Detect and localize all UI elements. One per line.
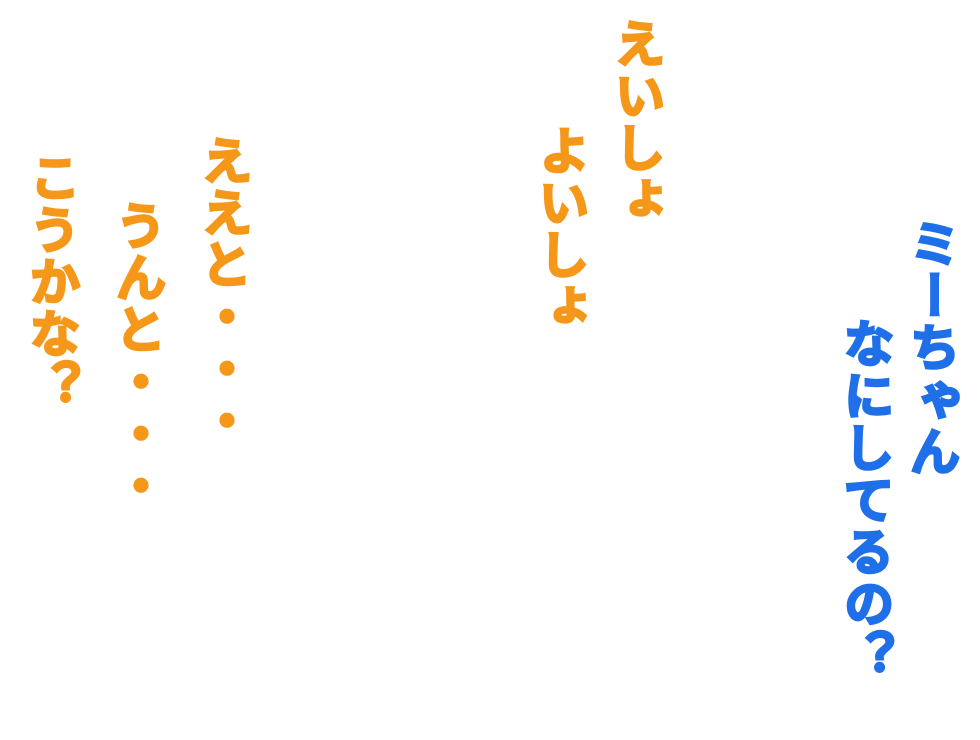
- line-eisho: えいしょ: [606, 17, 667, 228]
- line-unto: うんと・・・: [107, 199, 168, 514]
- line-kouka-na: こうかな？: [21, 151, 82, 414]
- line-eeto: ええと・・・: [193, 134, 254, 449]
- line-mii-chan: ミーちゃん: [901, 217, 962, 480]
- line-yoisho: よいしょ: [530, 124, 591, 335]
- line-nani-shiteru-no: なにしてるの？: [835, 317, 896, 684]
